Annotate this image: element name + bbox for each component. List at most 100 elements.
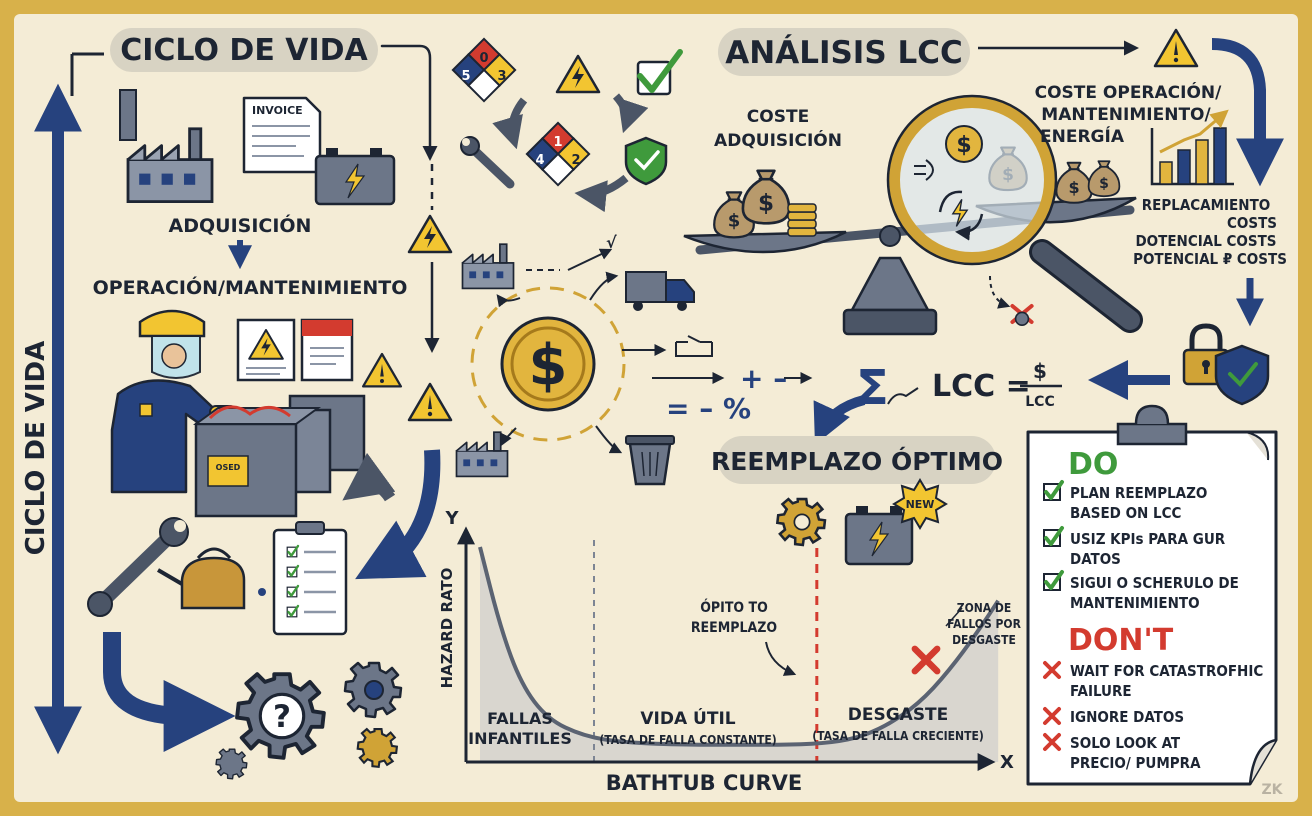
- maintenance-checklist-icon: [272, 521, 348, 636]
- gear-wrench-icon: [343, 661, 403, 719]
- lcc-title-pill: [718, 28, 970, 76]
- battery-bank-illustration: OSED: [192, 394, 366, 518]
- new-battery-icon: [844, 506, 914, 566]
- svg-text:NEW: NEW: [906, 498, 935, 511]
- zone-2-title: VIDA ÚTIL: [640, 707, 735, 729]
- warning-poster-icon: [236, 318, 354, 382]
- gear-small-gold-icon: [356, 727, 399, 769]
- other-costs-label: POTENCIAL ₽ COSTS: [1133, 250, 1287, 268]
- svg-text:$: $: [1033, 359, 1047, 383]
- svg-text:4: 4: [535, 153, 544, 168]
- svg-text:?: ?: [273, 699, 291, 735]
- bar-chart-icon: [1150, 109, 1234, 186]
- magnifying-glass-icon: $: [886, 94, 1143, 333]
- dont-item-2: IGNORE DATOS: [1070, 708, 1184, 726]
- svg-text:0: 0: [479, 51, 488, 66]
- wrench-small-icon: [460, 136, 515, 189]
- acquisition-cost-label: ADQUISICIÓN: [714, 129, 842, 151]
- svg-text:MANTENIMIENTO: MANTENIMIENTO: [1070, 594, 1200, 612]
- svg-text:$: $: [1068, 178, 1079, 197]
- lcc-title: ANÁLISIS LCC: [725, 35, 962, 71]
- clipboard-clip: [1116, 422, 1188, 446]
- gear-small-icon: [215, 748, 248, 780]
- formula-lcc: LCC =: [932, 369, 1031, 404]
- dollar-coin-icon: [500, 316, 596, 412]
- svg-text:COSTE: COSTE: [747, 107, 809, 127]
- wrench-icon: [87, 517, 189, 617]
- svg-text:PRECIO/ PUMPRA: PRECIO/ PUMPRA: [1070, 754, 1201, 772]
- dont-item-3: SOLO LOOK AT: [1070, 734, 1181, 752]
- bathtub-chart: REEMPLAZO ÓPTIMO Y X HAZARD RATO BATHTUB…: [438, 436, 1022, 795]
- formula-to-optimal-arrow: [813, 395, 866, 445]
- curved-arrow-to-gears: [103, 632, 236, 752]
- y-axis-letter: Y: [444, 508, 459, 529]
- svg-text:3: 3: [497, 69, 506, 84]
- do-item-2: USIZ KPIs PARA GUR: [1070, 530, 1226, 548]
- trash-bin-icon: [625, 435, 675, 486]
- do-check-icon-3: [1042, 570, 1064, 592]
- worker-illustration: [110, 309, 237, 494]
- curved-arrow-gray: [342, 452, 396, 502]
- svg-text:1: 1: [553, 135, 562, 150]
- lifecycle-title: CICLO DE VIDA: [120, 33, 368, 68]
- svg-text:FALLOS POR: FALLOS POR: [947, 617, 1021, 631]
- lifecycle-title-arrow: [380, 44, 438, 161]
- operation-cost-label: ENERGÍA: [1040, 125, 1125, 147]
- svg-text:5: 5: [461, 69, 470, 84]
- svg-text:FAILURE: FAILURE: [1070, 682, 1132, 700]
- chart-title: BATHTUB CURVE: [606, 771, 802, 795]
- hazard-diamond-bottom: [525, 121, 591, 187]
- sqrt-icon: √: [606, 233, 617, 252]
- svg-text:DATOS: DATOS: [1070, 550, 1121, 568]
- hazard-cycle-section: 0 5 3 1 4 2: [451, 37, 683, 213]
- svg-text:$: $: [529, 333, 568, 398]
- svg-text:LCC: LCC: [1025, 394, 1054, 410]
- gear-gold-icon: [775, 497, 827, 547]
- ops-symbols-2: = – %: [666, 392, 751, 425]
- svg-text:COSTE OPERACIÓN/: COSTE OPERACIÓN/: [1035, 81, 1223, 103]
- svg-text:BASED ON LCC: BASED ON LCC: [1070, 504, 1182, 522]
- svg-text:2: 2: [571, 153, 580, 168]
- sigma-icon: Σ: [856, 360, 889, 416]
- optimal-annotation: ÓPITO TO: [700, 598, 768, 616]
- bathtub-series-line: [478, 546, 1000, 747]
- battery-icon: [314, 148, 396, 206]
- zone-3-title: DESGASTE: [848, 705, 949, 725]
- do-item-3: SIGUI O SCHERULO DE: [1070, 574, 1239, 592]
- svg-text:COSTS: COSTS: [1227, 214, 1277, 232]
- svg-text:DOTENCIAL COSTS: DOTENCIAL COSTS: [1135, 232, 1276, 250]
- wear-annotation: ZONA DE: [957, 601, 1012, 615]
- dont-item-1: WAIT FOR CATASTROFHIC: [1070, 662, 1263, 680]
- zone-2-subtitle: (TASA DE FALLA CONSTANTE): [599, 733, 776, 747]
- svg-text:$: $: [956, 133, 971, 158]
- lcc-analysis-section: ANÁLISIS LCC COSTE ADQUISICIÓN $ $ $ $ $: [683, 28, 1287, 445]
- svg-text:OSED: OSED: [216, 463, 241, 472]
- do-title: DO: [1068, 447, 1118, 482]
- acquisition-label: ADQUISICIÓN: [169, 213, 312, 237]
- watermark: ZK: [1262, 782, 1284, 798]
- lifecycle-section: CICLO DE VIDA CICLO DE VIDA INVOICE ADQU…: [21, 28, 453, 780]
- factory-chimney-icon: [119, 89, 137, 141]
- y-axis-label: HAZARD RATO: [438, 568, 456, 689]
- dollar-hub-section: $ √ + – = – %: [455, 233, 813, 486]
- lifecycle-vertical-label: CICLO DE VIDA: [21, 341, 51, 556]
- broken-icon: [1010, 303, 1034, 327]
- svg-text:$: $: [758, 191, 774, 217]
- hazard-diamond-top: [451, 37, 517, 103]
- svg-text:DESGASTE: DESGASTE: [952, 633, 1016, 647]
- do-item-1: PLAN REEMPLAZO: [1070, 484, 1207, 502]
- svg-text:$: $: [728, 211, 741, 232]
- ops-symbols-1: + –: [740, 362, 787, 395]
- lifecycle-title-pill: [110, 28, 378, 72]
- svg-text:$: $: [1099, 176, 1109, 192]
- curved-arrow-to-checklist: [355, 449, 441, 580]
- truck-icon: [625, 271, 695, 311]
- invoice-icon: INVOICE: [242, 96, 322, 174]
- coin-stack-icon: [787, 203, 817, 237]
- do-dont-checklist: DO PLAN REEMPLAZO BASED ON LCC USIZ KPIs…: [1026, 404, 1278, 786]
- money-bag-icon-4: $: [1055, 161, 1093, 204]
- money-bag-icon-5: $: [1087, 160, 1121, 198]
- zone-1-title: FALLAS: [487, 709, 553, 728]
- svg-text:REEMPLAZO: REEMPLAZO: [691, 620, 778, 636]
